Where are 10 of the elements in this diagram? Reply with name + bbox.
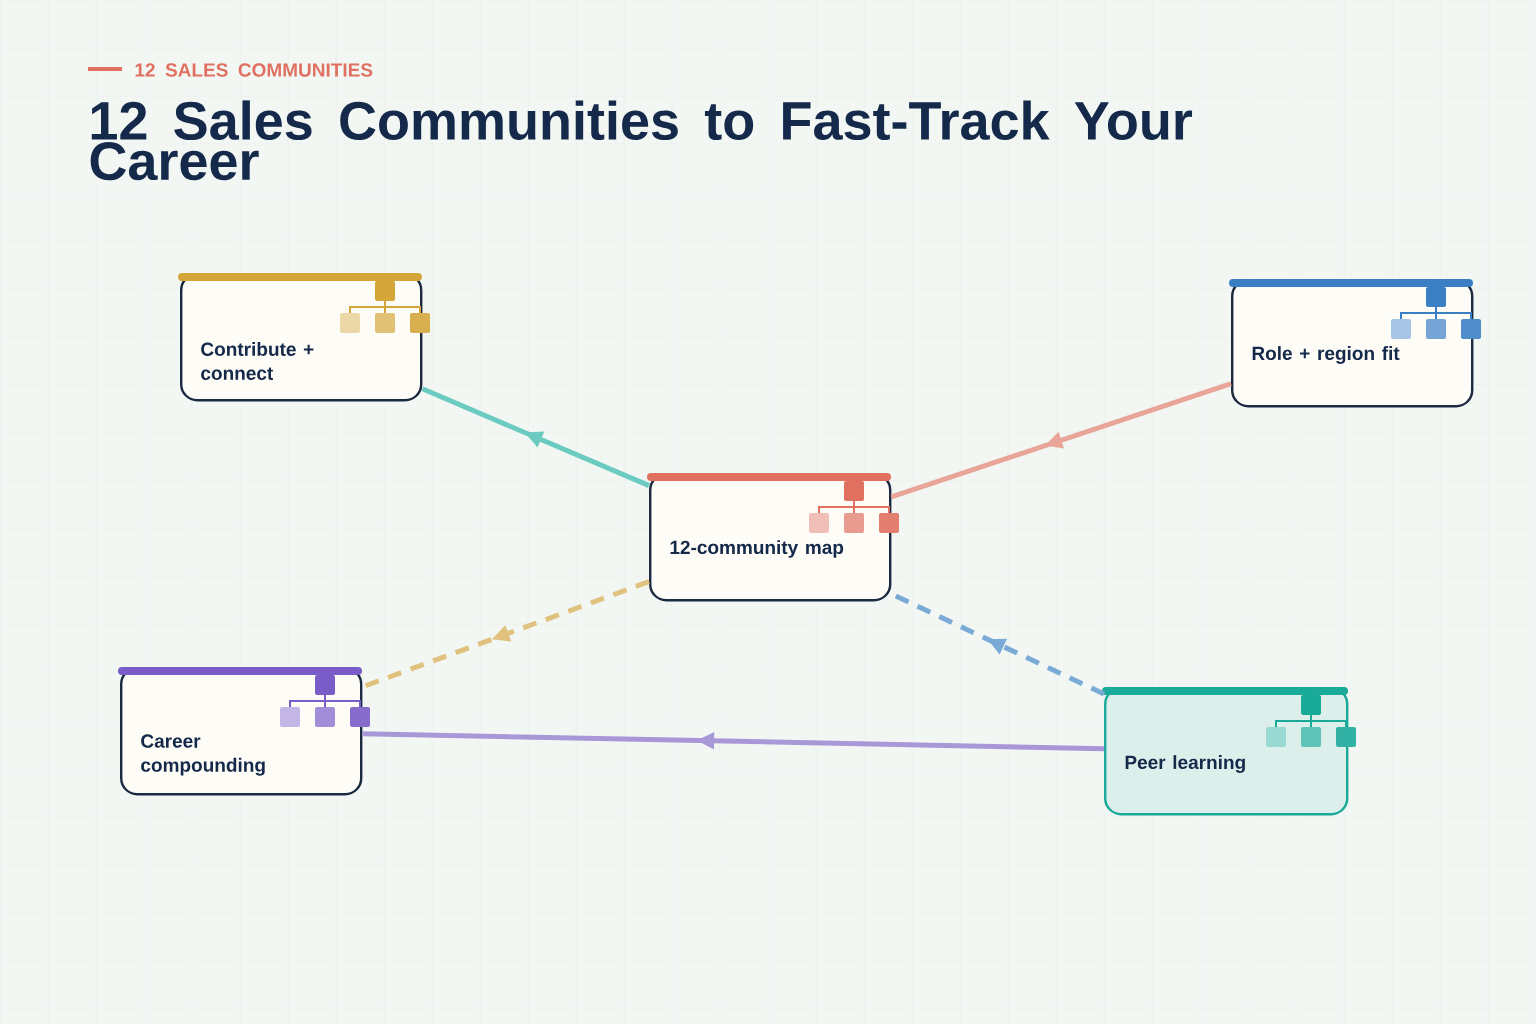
eyebrow-label: 12 SALES COMMUNITIES	[88, 63, 373, 77]
arrow	[362, 731, 1105, 752]
arrow	[421, 386, 650, 488]
process-box: Career compounding	[118, 667, 363, 796]
process-box: 12-community map	[647, 473, 892, 602]
arrow	[890, 381, 1232, 500]
process-box: Contribute + connect	[178, 273, 423, 402]
process-box: Peer learning	[1102, 687, 1349, 816]
title: 12 Sales Communities to Fast-Track Your Career	[90, 100, 1193, 181]
process-box: Role + region fit	[1229, 279, 1474, 408]
